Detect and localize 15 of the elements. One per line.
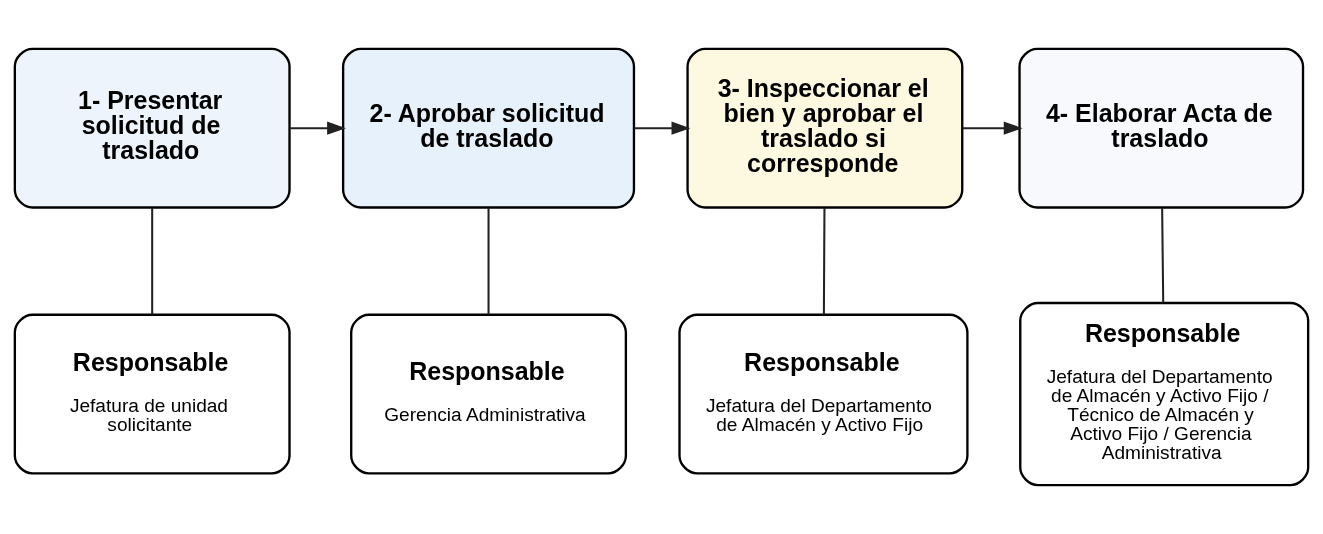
connector bbox=[822, 207, 826, 315]
arrow bbox=[290, 121, 346, 135]
node-box: 2- Aprobar solicitud de traslado bbox=[341, 47, 636, 209]
connector bbox=[487, 207, 490, 315]
node-box: Responsable Jefatura de unidad solicitante bbox=[13, 313, 291, 475]
connector bbox=[151, 207, 154, 315]
node-box: 3- Inspeccionar el bien y aprobar el traslado si corresponde bbox=[686, 47, 964, 209]
arrow bbox=[962, 121, 1023, 135]
node-box: Responsable Jefatura del Departamento de Almacén y Activo Fijo / Técnico de Almacén y Activo Fijo / Gerencia Administrativa bbox=[1019, 301, 1310, 487]
node-box: 4- Elaborar Acta de traslado bbox=[1018, 47, 1305, 209]
arrow bbox=[634, 121, 691, 135]
node-box: 1- Presentar solicitud de traslado bbox=[13, 47, 291, 209]
node-box: Responsable Gerencia Administrativa bbox=[350, 313, 628, 475]
node-box: Responsable Jefatura del Departamento de Almacén y Activo Fijo bbox=[678, 313, 969, 475]
connector bbox=[1161, 207, 1165, 303]
